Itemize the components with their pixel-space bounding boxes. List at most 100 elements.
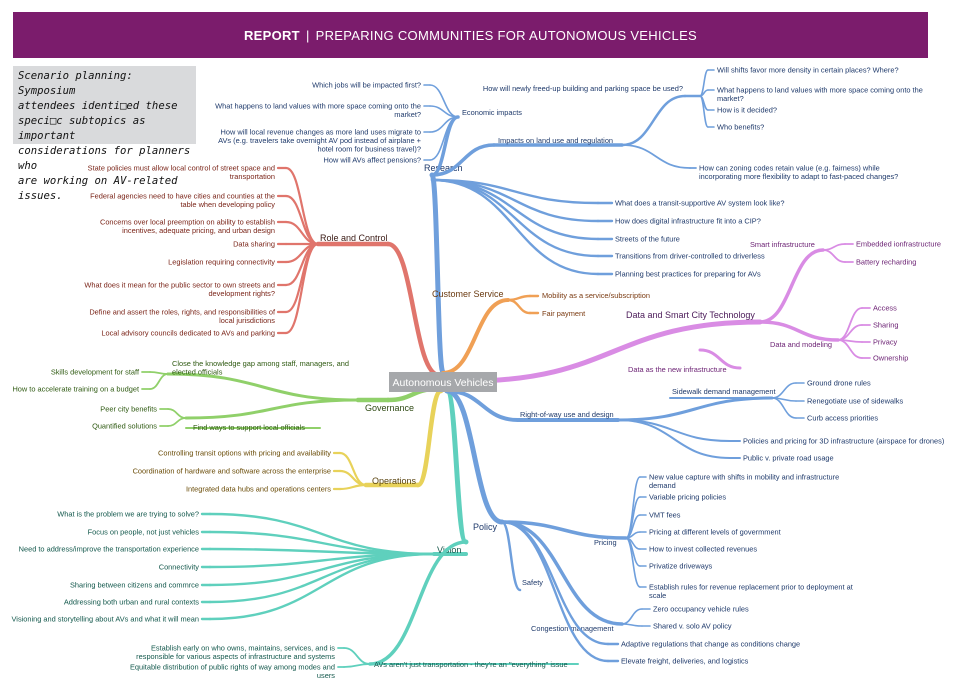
branch-line [621, 608, 643, 625]
node-label: Establish rules for revenue replacement … [649, 583, 853, 601]
branch-line [167, 417, 187, 427]
branch-line [771, 397, 797, 419]
node-label: What does a transit-supportive AV system… [615, 199, 785, 208]
hub-smart-infrastructure: Smart infrastructure [750, 240, 815, 249]
node-label: Fair payment [542, 309, 585, 318]
center-node [389, 372, 497, 392]
branch-customer [441, 298, 510, 375]
note-line: are working on AV-related issues. [18, 175, 178, 202]
node-label: Controlling transit options with pricing… [158, 449, 331, 458]
report-label: REPORT [243, 27, 300, 43]
branch-line [338, 483, 368, 491]
hub-policy: Policy [473, 522, 498, 532]
node-label: Peer city benefits [100, 405, 157, 414]
node-label: State policies must allow local control … [88, 164, 275, 182]
branch-line [822, 249, 846, 263]
hub-economic-impacts: Economic impacts [462, 108, 522, 117]
hub-data-smart-city: Data and Smart City Technology [626, 310, 755, 320]
branch-line [430, 143, 496, 177]
branch-line [500, 520, 628, 540]
branch-line [837, 339, 863, 359]
node-label: How can zoning codes retain value (e.g. … [699, 164, 898, 182]
hub-congestion: Congestion management [531, 624, 614, 633]
node-label: Sharing between citizens and commrce [70, 581, 199, 590]
node-label: Shared v. solo AV policy [653, 622, 732, 631]
node-label: How will AVs affect pensions? [324, 156, 422, 165]
branch-line [208, 512, 436, 556]
node-label: Mobility as a service/subscription [542, 291, 650, 300]
node-label: Equitable distribution of public rights … [130, 663, 335, 680]
node-label: Find ways to support local officials [193, 423, 305, 432]
node-label: Pricing at different levels of govermmen… [649, 528, 781, 537]
node-label: How to invest collected revenues [649, 545, 757, 554]
branch-line [343, 647, 371, 665]
node-label: Sharing [873, 321, 898, 330]
node-label: Need to address/improve the transportati… [19, 545, 199, 554]
hub-operations: Operations [372, 476, 417, 486]
node-label: Which jobs will be impacted first? [312, 81, 421, 90]
branch-line [429, 116, 459, 161]
branch-line [617, 419, 731, 459]
hub-customer-service: Customer Service [432, 289, 504, 299]
node-label: What happens to land values with more sp… [215, 102, 421, 120]
branch-line [208, 552, 436, 587]
node-label: Skills development for staff [51, 368, 140, 377]
node-label: AVs aren't just transportation - they're… [374, 660, 568, 669]
branch-line [616, 396, 774, 422]
node-label: Define and assert the roles, rights, and… [89, 308, 276, 326]
node-label: How does digital infrastructure fit into… [615, 217, 761, 226]
node-label: Legislation requiring connectivity [168, 258, 275, 267]
branch-line [184, 398, 360, 420]
branch-line [621, 144, 691, 169]
branch-line [699, 89, 709, 97]
node-label: Data sharing [233, 240, 275, 249]
node-label: Renegotiate use of sidewalks [807, 397, 903, 406]
branch-line [625, 537, 641, 588]
branch-line [166, 372, 360, 402]
branch-line [698, 348, 742, 370]
node-label: Transitions from driver-controlled to dr… [615, 252, 765, 261]
hub-governance: Governance [365, 403, 414, 413]
branch-line [758, 248, 825, 324]
branch-line [758, 320, 840, 342]
node-label: Embedded ionfrastructure [856, 240, 941, 249]
branch-line [822, 243, 846, 251]
node-label: Elevate freight, deliveries, and logisti… [621, 657, 749, 666]
node-label: What does it mean for the public sector … [84, 281, 275, 299]
node-label: Streets of the future [615, 235, 680, 244]
node-label: Variable pricing policies [649, 493, 726, 502]
node-label: Integrated data hubs and operations cent… [186, 485, 331, 494]
node-label: How to accelerate training on a budget [12, 385, 139, 394]
branch-line [208, 552, 436, 621]
node-label: Planning best practices for preparing fo… [615, 270, 761, 279]
node-label: Who benefits? [717, 123, 764, 132]
node-label: Visioning and storytelling about AVs and… [12, 615, 199, 624]
branch-line [167, 408, 187, 419]
node-label: Connectivity [159, 563, 200, 572]
branch-line [430, 178, 600, 276]
node-label: Quantified solutions [92, 422, 157, 431]
node-label: How will local revenue changes as more l… [218, 128, 421, 154]
node-label: Adaptive regulations that change as cond… [621, 640, 800, 649]
hub-role-control: Role and Control [320, 233, 388, 243]
node-label: Focus on people, not just vehicles [88, 528, 200, 537]
node-label: Local advisory councils dedicated to AVs… [101, 329, 275, 338]
branch-line [500, 520, 610, 663]
branch-data [464, 319, 763, 384]
hub-right-of-way: Right-of-way use and design [520, 410, 614, 419]
branch-line [771, 382, 797, 399]
node-label: Coordination of hardware and software ac… [133, 467, 331, 476]
branch-line [699, 95, 709, 128]
node-label: What is the problem we are trying to sol… [57, 510, 199, 519]
hub-data-modeling: Data and modeling [770, 340, 832, 349]
hub-land-use: Impacts on land use and regulation [498, 136, 613, 145]
hub-pricing: Pricing [594, 538, 617, 547]
node-label: How will newly freed-up building and par… [483, 84, 683, 93]
branch-line [500, 520, 522, 592]
hub-data-new-infrastructure: Data as the new infrastructure [628, 365, 727, 374]
note-line: speci□c subtopics as important [18, 115, 146, 142]
node-label: Addressing both urban and rural contexts [64, 598, 199, 607]
report-title: PREPARING COMMUNITIES FOR AUTONOMOUS VEH… [315, 27, 698, 43]
